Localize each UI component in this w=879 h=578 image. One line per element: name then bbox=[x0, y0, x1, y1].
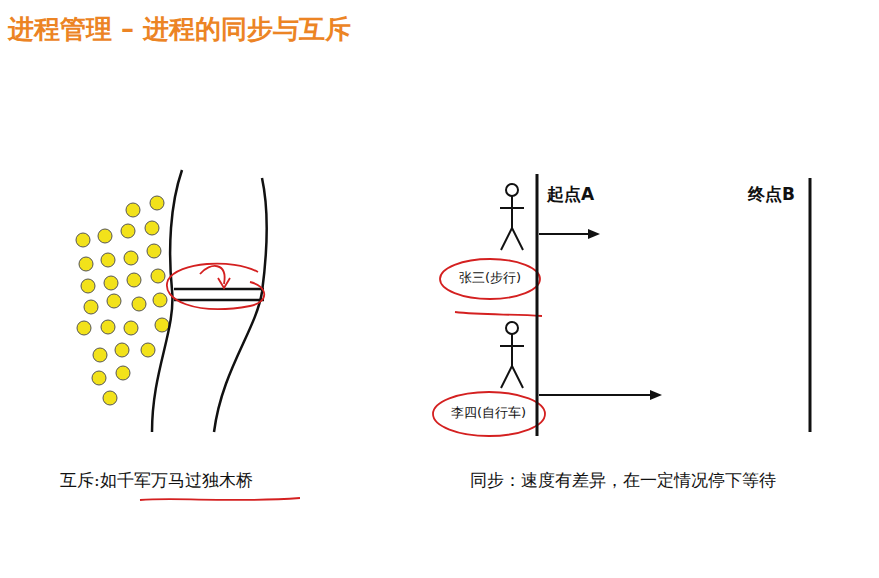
cyclist-label: 李四(自行车) bbox=[451, 405, 526, 421]
speed-arrows bbox=[539, 229, 662, 400]
start-label: 起点A bbox=[547, 184, 594, 204]
sync-caption: 同步：速度有差异，在一定情况停下等待 bbox=[470, 470, 776, 490]
single-log-bridge bbox=[174, 289, 264, 300]
slide-title: 进程管理 – 进程的同步与互斥 bbox=[8, 14, 351, 45]
river-banks bbox=[152, 170, 267, 432]
mutex-caption: 互斥:如千军万马过独木桥 bbox=[60, 470, 253, 490]
red-annotations bbox=[140, 259, 545, 500]
walker-label: 张三(步行) bbox=[459, 270, 521, 286]
soldier-crowd bbox=[76, 196, 169, 405]
finish-label: 终点B bbox=[748, 184, 795, 204]
race-lines bbox=[537, 174, 810, 436]
stick-figures bbox=[500, 184, 524, 388]
